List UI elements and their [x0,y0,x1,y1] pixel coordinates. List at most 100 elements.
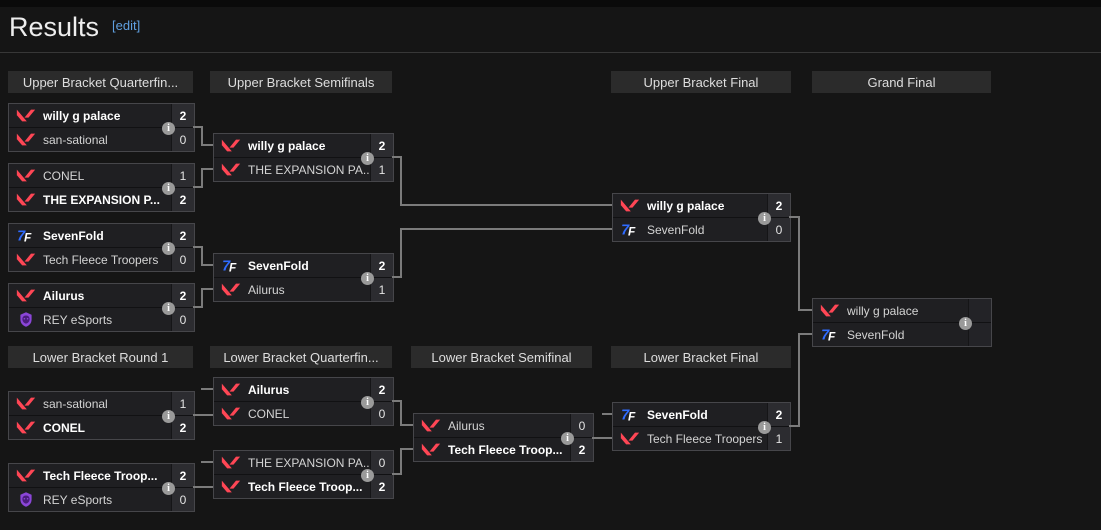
team-score: 0 [370,402,393,425]
match-lower-r1-2: Tech Fleece Troop... 2 REY eSports 0 [8,463,195,512]
edit-link[interactable]: [edit] [112,18,141,33]
match-info-icon[interactable] [162,482,175,495]
valorant-team-icon [9,108,43,123]
round-header-lower-semifinal: Lower Bracket Semifinal [411,346,592,368]
rey-esports-team-icon [9,311,43,328]
team-row[interactable]: san-sational 0 [9,127,194,151]
team-row[interactable]: CONEL 1 [9,164,194,187]
sevenfold-team-icon [613,406,647,423]
team-name: Tech Fleece Troop... [248,479,363,494]
team-row[interactable]: Tech Fleece Troop... 2 [414,437,593,461]
team-row[interactable]: SevenFold 0 [613,217,790,241]
bracket-connector [400,448,402,475]
match-info-icon[interactable] [162,242,175,255]
team-score: 2 [171,104,194,127]
bracket-connector [789,425,798,427]
bracket-connector [798,309,812,311]
bracket-connector [201,461,213,463]
match-lower-semifinal: Ailurus 0 Tech Fleece Troop... 2 [413,413,594,462]
team-row[interactable]: willy g palace 2 [9,104,194,127]
team-row[interactable]: san-sational 1 [9,392,194,415]
team-name: Tech Fleece Troop... [448,442,563,457]
team-name: CONEL [248,406,290,421]
match-info-icon[interactable] [162,302,175,315]
team-row[interactable]: SevenFold 2 [9,224,194,247]
match-info-icon[interactable] [758,212,771,225]
bracket-connector [193,126,201,128]
team-score: 2 [171,464,194,487]
valorant-team-icon [214,382,248,397]
team-name: Tech Fleece Troopers [43,252,159,267]
bracket-connector [602,413,612,415]
team-row[interactable]: SevenFold 2 [214,254,393,277]
team-score: 0 [570,414,593,437]
match-info-icon[interactable] [361,152,374,165]
team-score: 2 [370,134,393,157]
team-row[interactable]: Ailurus 0 [414,414,593,437]
team-row[interactable]: REY eSports 0 [9,307,194,331]
match-info-icon[interactable] [361,272,374,285]
team-score: 1 [171,392,194,415]
team-name: Tech Fleece Troop... [43,468,158,483]
team-row[interactable]: THE EXPANSION P... 2 [9,187,194,211]
team-row[interactable]: CONEL 2 [9,415,194,439]
team-row[interactable]: Ailurus 1 [214,277,393,301]
valorant-team-icon [214,282,248,297]
match-grand-final: willy g palace SevenFold [812,298,992,347]
team-row[interactable]: SevenFold 2 [613,403,790,426]
team-name: REY eSports [43,312,113,327]
valorant-team-icon [9,192,43,207]
match-info-icon[interactable] [361,396,374,409]
team-row[interactable]: Tech Fleece Troop... 2 [9,464,194,487]
bracket-connector [201,264,213,266]
sevenfold-team-icon [613,221,647,238]
page-title: Results [9,12,100,42]
team-row[interactable]: CONEL 0 [214,401,393,425]
team-name: willy g palace [647,198,725,213]
team-row[interactable]: Tech Fleece Troopers 1 [613,426,790,450]
team-score: 0 [370,451,393,474]
valorant-team-icon [214,406,248,421]
team-row[interactable]: Tech Fleece Troop... 2 [214,474,393,498]
team-score: 2 [570,438,593,461]
team-row[interactable]: Ailurus 2 [214,378,393,401]
match-info-icon[interactable] [758,421,771,434]
team-row[interactable]: willy g palace 2 [214,134,393,157]
match-lower-qf1: Ailurus 2 CONEL 0 [213,377,394,426]
bracket-connector [400,424,413,426]
sevenfold-team-icon [214,257,248,274]
match-upper-qf2: CONEL 1 THE EXPANSION P... 2 [8,163,195,212]
bracket-connector [798,333,800,427]
valorant-team-icon [214,138,248,153]
match-lower-qf2: THE EXPANSION PA... 0 Tech Fleece Troop.… [213,450,394,499]
team-name: willy g palace [847,303,919,318]
team-score: 1 [370,278,393,301]
bracket-connector [400,204,612,206]
bracket-connector [798,216,800,311]
team-row[interactable]: willy g palace 2 [613,194,790,217]
team-row[interactable]: willy g palace [813,299,991,322]
match-upper-sf1: willy g palace 2 THE EXPANSION PA... 1 [213,133,394,182]
team-row[interactable]: SevenFold [813,322,991,346]
valorant-team-icon [9,468,43,483]
match-info-icon[interactable] [959,317,972,330]
team-row[interactable]: REY eSports 0 [9,487,194,511]
team-row[interactable]: THE EXPANSION PA... 1 [214,157,393,181]
match-info-icon[interactable] [361,469,374,482]
match-info-icon[interactable] [162,182,175,195]
match-info-icon[interactable] [561,432,574,445]
match-info-icon[interactable] [162,410,175,423]
round-header-lower-quarterfinals: Lower Bracket Quarterfin... [210,346,392,368]
team-row[interactable]: THE EXPANSION PA... 0 [214,451,393,474]
team-row[interactable]: Ailurus 2 [9,284,194,307]
bracket-connector [201,144,213,146]
team-name: SevenFold [647,222,705,237]
team-row[interactable]: Tech Fleece Troopers 0 [9,247,194,271]
match-info-icon[interactable] [162,122,175,135]
match-upper-qf3: SevenFold 2 Tech Fleece Troopers 0 [8,223,195,272]
team-score: 0 [171,128,194,151]
team-score: 2 [171,284,194,307]
team-score: 2 [767,194,790,217]
team-name: THE EXPANSION PA... [248,455,370,470]
